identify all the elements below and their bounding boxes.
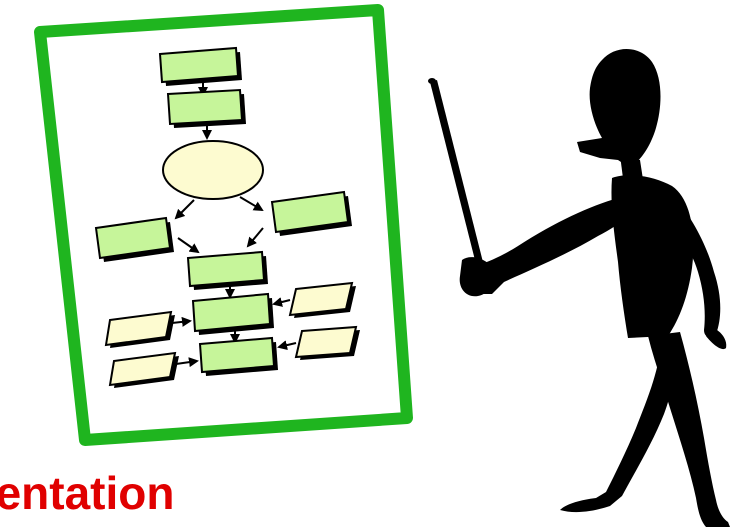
flow-arrow [246,227,264,248]
figure-head [577,48,661,168]
flow-node-green [270,190,352,236]
stick-figure-presenter-icon [459,48,730,527]
flow-arrow [171,316,192,327]
flow-arrow [177,237,200,254]
flow-arrow [239,196,264,212]
flow-input-cream [104,310,175,348]
flow-input-cream [108,351,179,388]
figure-torso [611,175,694,338]
flow-node-green [191,292,274,335]
flow-arrow [277,340,297,351]
flow-node-green [186,250,268,290]
flow-decision-ellipse [162,140,264,200]
flow-input-cream [288,281,356,318]
flow-node-green [158,46,242,86]
flow-input-cream [294,325,360,360]
flow-arrow [175,357,199,368]
figure-arm [470,198,630,294]
flow-node-green [94,216,174,262]
slide-caption: sentation [0,467,175,519]
flow-arrow [272,297,291,307]
pointer-stick-icon [428,78,487,280]
flow-node-green [166,88,246,128]
flowchart-poster-icon [34,4,413,446]
figure-leg [648,332,730,527]
flow-arrow [174,199,195,220]
flow-node-green [198,336,278,376]
